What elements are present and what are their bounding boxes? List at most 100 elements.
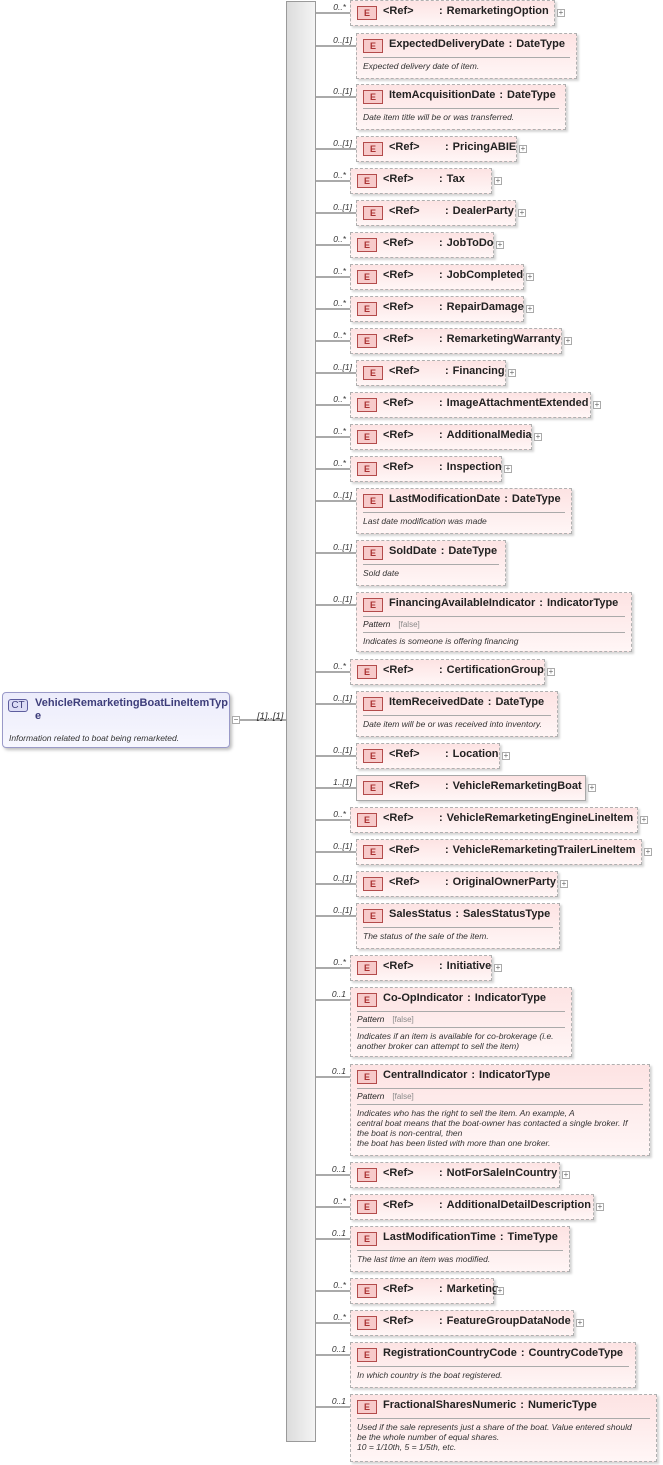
- expand-icon[interactable]: +: [502, 751, 510, 760]
- element-name: ExpectedDeliveryDate:DateType: [389, 38, 565, 50]
- pattern-label: Pattern: [363, 619, 391, 629]
- element-cardinality: 0..*: [333, 957, 346, 967]
- expand-icon[interactable]: +: [547, 667, 555, 676]
- element-badge: E: [357, 665, 377, 679]
- element-box[interactable]: E<Ref>:Inspection: [350, 456, 502, 482]
- element-badge: E: [363, 845, 383, 859]
- expand-icon[interactable]: +: [644, 847, 652, 856]
- type-separator: :: [439, 429, 443, 441]
- doc-line: Indicates is someone is offering financi…: [363, 636, 519, 646]
- element-box[interactable]: E<Ref>:RemarketingOption: [350, 0, 555, 26]
- complex-type-box[interactable]: CT VehicleRemarketingBoatLineItemType In…: [2, 692, 230, 748]
- element-box[interactable]: E<Ref>:JobCompleted: [350, 264, 524, 290]
- expand-icon[interactable]: +: [526, 272, 534, 281]
- type-separator: :: [445, 365, 449, 377]
- pattern-row: Pattern[false]: [363, 619, 420, 629]
- element-box[interactable]: E<Ref>:PricingABIE: [356, 136, 517, 162]
- element-doc: Last date modification was made: [363, 516, 567, 526]
- element-name: <Ref>:VehicleRemarketingBoat: [389, 780, 582, 792]
- expand-icon[interactable]: +: [596, 1202, 604, 1211]
- expand-icon[interactable]: +: [504, 464, 512, 473]
- element-cardinality: 0..[1]: [333, 490, 352, 500]
- element-badge: E: [357, 1400, 377, 1414]
- element-local-name: LastModificationDate: [389, 493, 501, 505]
- type-separator: :: [487, 696, 492, 708]
- element-box[interactable]: E<Ref>:ImageAttachmentExtended: [350, 392, 591, 418]
- element-local-name: ExpectedDeliveryDate: [389, 38, 505, 50]
- collapse-icon[interactable]: −: [232, 715, 240, 724]
- element-name: <Ref>:CertificationGroup: [383, 664, 544, 676]
- expand-icon[interactable]: +: [640, 815, 648, 824]
- element-box[interactable]: E<Ref>:JobToDo: [350, 232, 494, 258]
- element-name: <Ref>:NotForSaleInCountry: [383, 1167, 557, 1179]
- element-box[interactable]: E<Ref>:FeatureGroupDataNode: [350, 1310, 574, 1336]
- element-type: DateType: [511, 493, 561, 505]
- element-box[interactable]: E<Ref>:Location: [356, 743, 500, 769]
- element-box[interactable]: E<Ref>:Tax: [350, 168, 492, 194]
- expand-icon[interactable]: +: [593, 400, 601, 409]
- expand-icon[interactable]: +: [562, 1170, 570, 1179]
- expand-icon[interactable]: +: [518, 208, 526, 217]
- element-box[interactable]: E<Ref>:Marketing: [350, 1278, 499, 1304]
- type-separator: :: [439, 1283, 443, 1295]
- doc-line: 10 = 1/10th, 5 = 1/5th, etc.: [357, 1442, 457, 1452]
- expand-icon[interactable]: +: [576, 1318, 584, 1327]
- element-box[interactable]: E<Ref>:OriginalOwnerParty: [356, 871, 558, 897]
- expand-icon[interactable]: +: [534, 432, 542, 441]
- element-cardinality: 0..*: [333, 1196, 346, 1206]
- expand-icon[interactable]: +: [526, 304, 534, 313]
- expand-icon[interactable]: +: [557, 8, 565, 17]
- element-badge: E: [363, 781, 383, 795]
- expand-icon[interactable]: +: [494, 963, 502, 972]
- divider: [363, 927, 553, 928]
- element-box[interactable]: E<Ref>:AdditionalDetailDescription: [350, 1194, 594, 1220]
- element-box[interactable]: E <Ref>:CertificationGroup: [350, 659, 545, 685]
- expand-icon[interactable]: +: [496, 1286, 504, 1295]
- ref-label: <Ref>: [383, 461, 414, 473]
- expand-icon[interactable]: +: [494, 176, 502, 185]
- element-box[interactable]: E<Ref>:VehicleRemarketingTrailerLineItem: [356, 839, 642, 865]
- expand-icon[interactable]: +: [519, 144, 527, 153]
- expand-icon[interactable]: +: [588, 783, 596, 792]
- doc-line: Sold date: [363, 568, 399, 578]
- element-box[interactable]: E<Ref>:Initiative: [350, 955, 492, 981]
- element-cardinality: 0..[1]: [333, 138, 352, 148]
- expand-icon[interactable]: +: [496, 240, 504, 249]
- ref-label: <Ref>: [383, 1315, 414, 1327]
- element-box[interactable]: E <Ref>:VehicleRemarketingBoat: [356, 775, 586, 801]
- element-box[interactable]: E<Ref>:RemarketingWarranty: [350, 328, 562, 354]
- element-box[interactable]: E<Ref>:DealerParty: [356, 200, 516, 226]
- element-box[interactable]: E<Ref>:AdditionalMedia: [350, 424, 532, 450]
- element-box[interactable]: E<Ref>:Financing: [356, 360, 506, 386]
- element-box[interactable]: E<Ref>:NotForSaleInCountry: [350, 1162, 560, 1188]
- element-cardinality: 0..*: [333, 1312, 346, 1322]
- element-badge: E: [363, 366, 383, 380]
- root-cardinality: [1]..[1]: [257, 711, 284, 722]
- element-name: SoldDate:DateType: [389, 545, 497, 557]
- ref-label: <Ref>: [383, 664, 414, 676]
- element-name: <Ref>:FeatureGroupDataNode: [383, 1315, 571, 1327]
- element-local-name: ItemReceivedDate: [389, 696, 484, 708]
- expand-icon[interactable]: +: [564, 336, 572, 345]
- element-box[interactable]: E<Ref>:RepairDamage: [350, 296, 524, 322]
- element-name: FractionalSharesNumeric:NumericType: [383, 1399, 597, 1411]
- doc-line: The last time an item was modified.: [357, 1254, 491, 1264]
- expand-icon[interactable]: +: [560, 879, 568, 888]
- type-separator: :: [520, 1399, 524, 1411]
- expand-icon[interactable]: +: [508, 368, 516, 377]
- element-box[interactable]: E<Ref>:VehicleRemarketingEngineLineItem: [350, 807, 638, 833]
- element-cardinality: 0..1: [331, 1396, 346, 1406]
- ref-label: <Ref>: [389, 205, 420, 217]
